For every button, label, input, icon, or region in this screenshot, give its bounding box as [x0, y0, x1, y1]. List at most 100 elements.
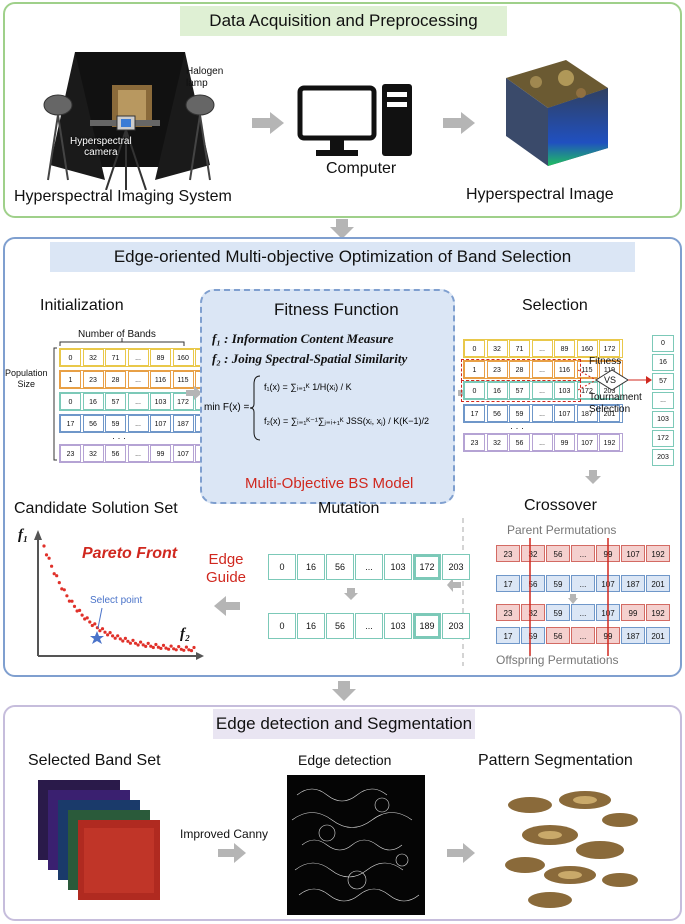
init-cell: 32	[82, 349, 104, 366]
sel-cell: ...	[531, 434, 553, 451]
pareto-point	[174, 648, 178, 652]
init-cell: 59	[105, 415, 126, 432]
crossover-cell: ...	[571, 575, 595, 592]
pareto-point	[131, 638, 135, 642]
computer-label: Computer	[326, 160, 397, 177]
hyperspectral-cube	[506, 60, 608, 166]
init-cell: 23	[82, 371, 104, 388]
sel-cell: 32	[486, 340, 508, 357]
pareto-point	[126, 639, 130, 643]
segmentation-title: Edge detection and Segmentation	[215, 714, 473, 733]
sel-cell: 28	[509, 361, 530, 378]
pareto-point	[169, 644, 173, 648]
sel-cell: 57	[509, 382, 530, 399]
acquisition-title: Data Acquisition and Preprocessing	[209, 11, 478, 30]
crossover-cell: 187	[621, 575, 645, 592]
segmentation-panel	[3, 705, 682, 921]
band-stack	[38, 780, 160, 900]
arrow-mutation-down	[344, 588, 358, 600]
crossover-cell: 23	[496, 604, 520, 621]
crossover-cell: 192	[646, 545, 670, 562]
optimization-title-box: Edge-oriented Multi-objective Optimizati…	[50, 242, 635, 272]
sel-cell: ...	[531, 361, 553, 378]
init-ellipsis: · · ·	[112, 433, 126, 443]
pareto-point	[111, 634, 115, 638]
mutation-cell: 16	[297, 613, 325, 639]
optimization-title: Edge-oriented Multi-objective Optimizati…	[113, 247, 572, 266]
pareto-point	[85, 616, 89, 620]
acquisition-panel	[3, 2, 682, 218]
pareto-point	[98, 629, 102, 633]
crossover-cell: 107	[621, 545, 645, 562]
sel-cell: 23	[464, 434, 485, 451]
pareto-point	[57, 581, 61, 585]
pareto-point	[108, 631, 112, 635]
sel-cell: 89	[554, 340, 575, 357]
init-cell: 32	[82, 445, 104, 462]
mutation-cell: 189	[413, 613, 441, 639]
init-cell: 56	[82, 415, 104, 432]
selected-cell: 57	[652, 373, 674, 390]
pareto-point	[118, 637, 122, 641]
segmentation-title-box: Edge detection and Segmentation	[213, 709, 475, 739]
mutation-cell: 56	[326, 554, 354, 580]
mutation-label: Mutation	[318, 500, 380, 517]
pareto-point	[123, 636, 127, 640]
init-cell: 71	[105, 349, 126, 366]
crossover-cell: 56	[546, 545, 570, 562]
pareto-point	[93, 622, 97, 626]
pareto-point	[65, 594, 69, 598]
init-cell: 28	[105, 371, 126, 388]
pareto-front-label: Pareto Front	[82, 545, 178, 562]
sel-cell: 116	[554, 361, 575, 378]
init-cell: 17	[60, 415, 81, 432]
selected-cell: 103	[652, 411, 674, 428]
pareto-point	[159, 646, 163, 650]
sel-cell: 172	[576, 382, 598, 399]
selection-ellipsis: · · ·	[510, 423, 524, 433]
f2-axis-label: f₂	[180, 626, 191, 642]
selected-cell: 203	[652, 449, 674, 466]
sel-cell: 16	[486, 382, 508, 399]
pareto-point	[141, 643, 145, 647]
pareto-point	[154, 642, 158, 647]
tournament-candidate-box	[461, 380, 581, 402]
sel-cell: 115	[576, 361, 598, 378]
pareto-point	[52, 572, 56, 576]
pareto-point	[100, 627, 105, 631]
init-cell: 23	[60, 445, 81, 462]
sel-cell: 71	[509, 340, 530, 357]
init-cell: 107	[172, 445, 194, 462]
selection-label: Selection	[522, 297, 588, 314]
arrow-init-to-fitness	[186, 386, 202, 400]
init-cell: 172	[172, 393, 194, 410]
pareto-point	[133, 641, 138, 645]
tournament-diagram	[578, 369, 652, 391]
mutation-cell: 172	[413, 554, 441, 580]
pareto-point	[88, 620, 92, 624]
init-cell: 0	[60, 349, 81, 366]
fitness-title: Fitness Function	[274, 300, 399, 319]
pareto-point	[164, 646, 168, 650]
crossover-cell: 187	[621, 627, 645, 644]
selected-cell: ...	[652, 392, 674, 409]
edge-image	[287, 775, 425, 915]
crossover-cell: ...	[571, 604, 595, 621]
pareto-point	[182, 648, 186, 652]
svg-text:min F(x) =: min F(x) =	[204, 402, 249, 413]
sel-cell: ...	[531, 382, 553, 399]
pareto-point	[55, 574, 59, 578]
f2-description: f₂ : Joing Spectral-Spatial Similarity	[212, 351, 408, 366]
tournament-label: Tournament Selection	[589, 392, 642, 415]
sel-cell: 187	[576, 405, 598, 422]
crossover-cell: 56	[521, 575, 545, 592]
init-cell: 99	[150, 445, 171, 462]
crossover-cell: 59	[546, 575, 570, 592]
init-cell: ...	[127, 371, 149, 388]
pareto-point	[172, 647, 176, 651]
pareto-point	[62, 588, 66, 592]
init-cell: 16	[82, 393, 104, 410]
